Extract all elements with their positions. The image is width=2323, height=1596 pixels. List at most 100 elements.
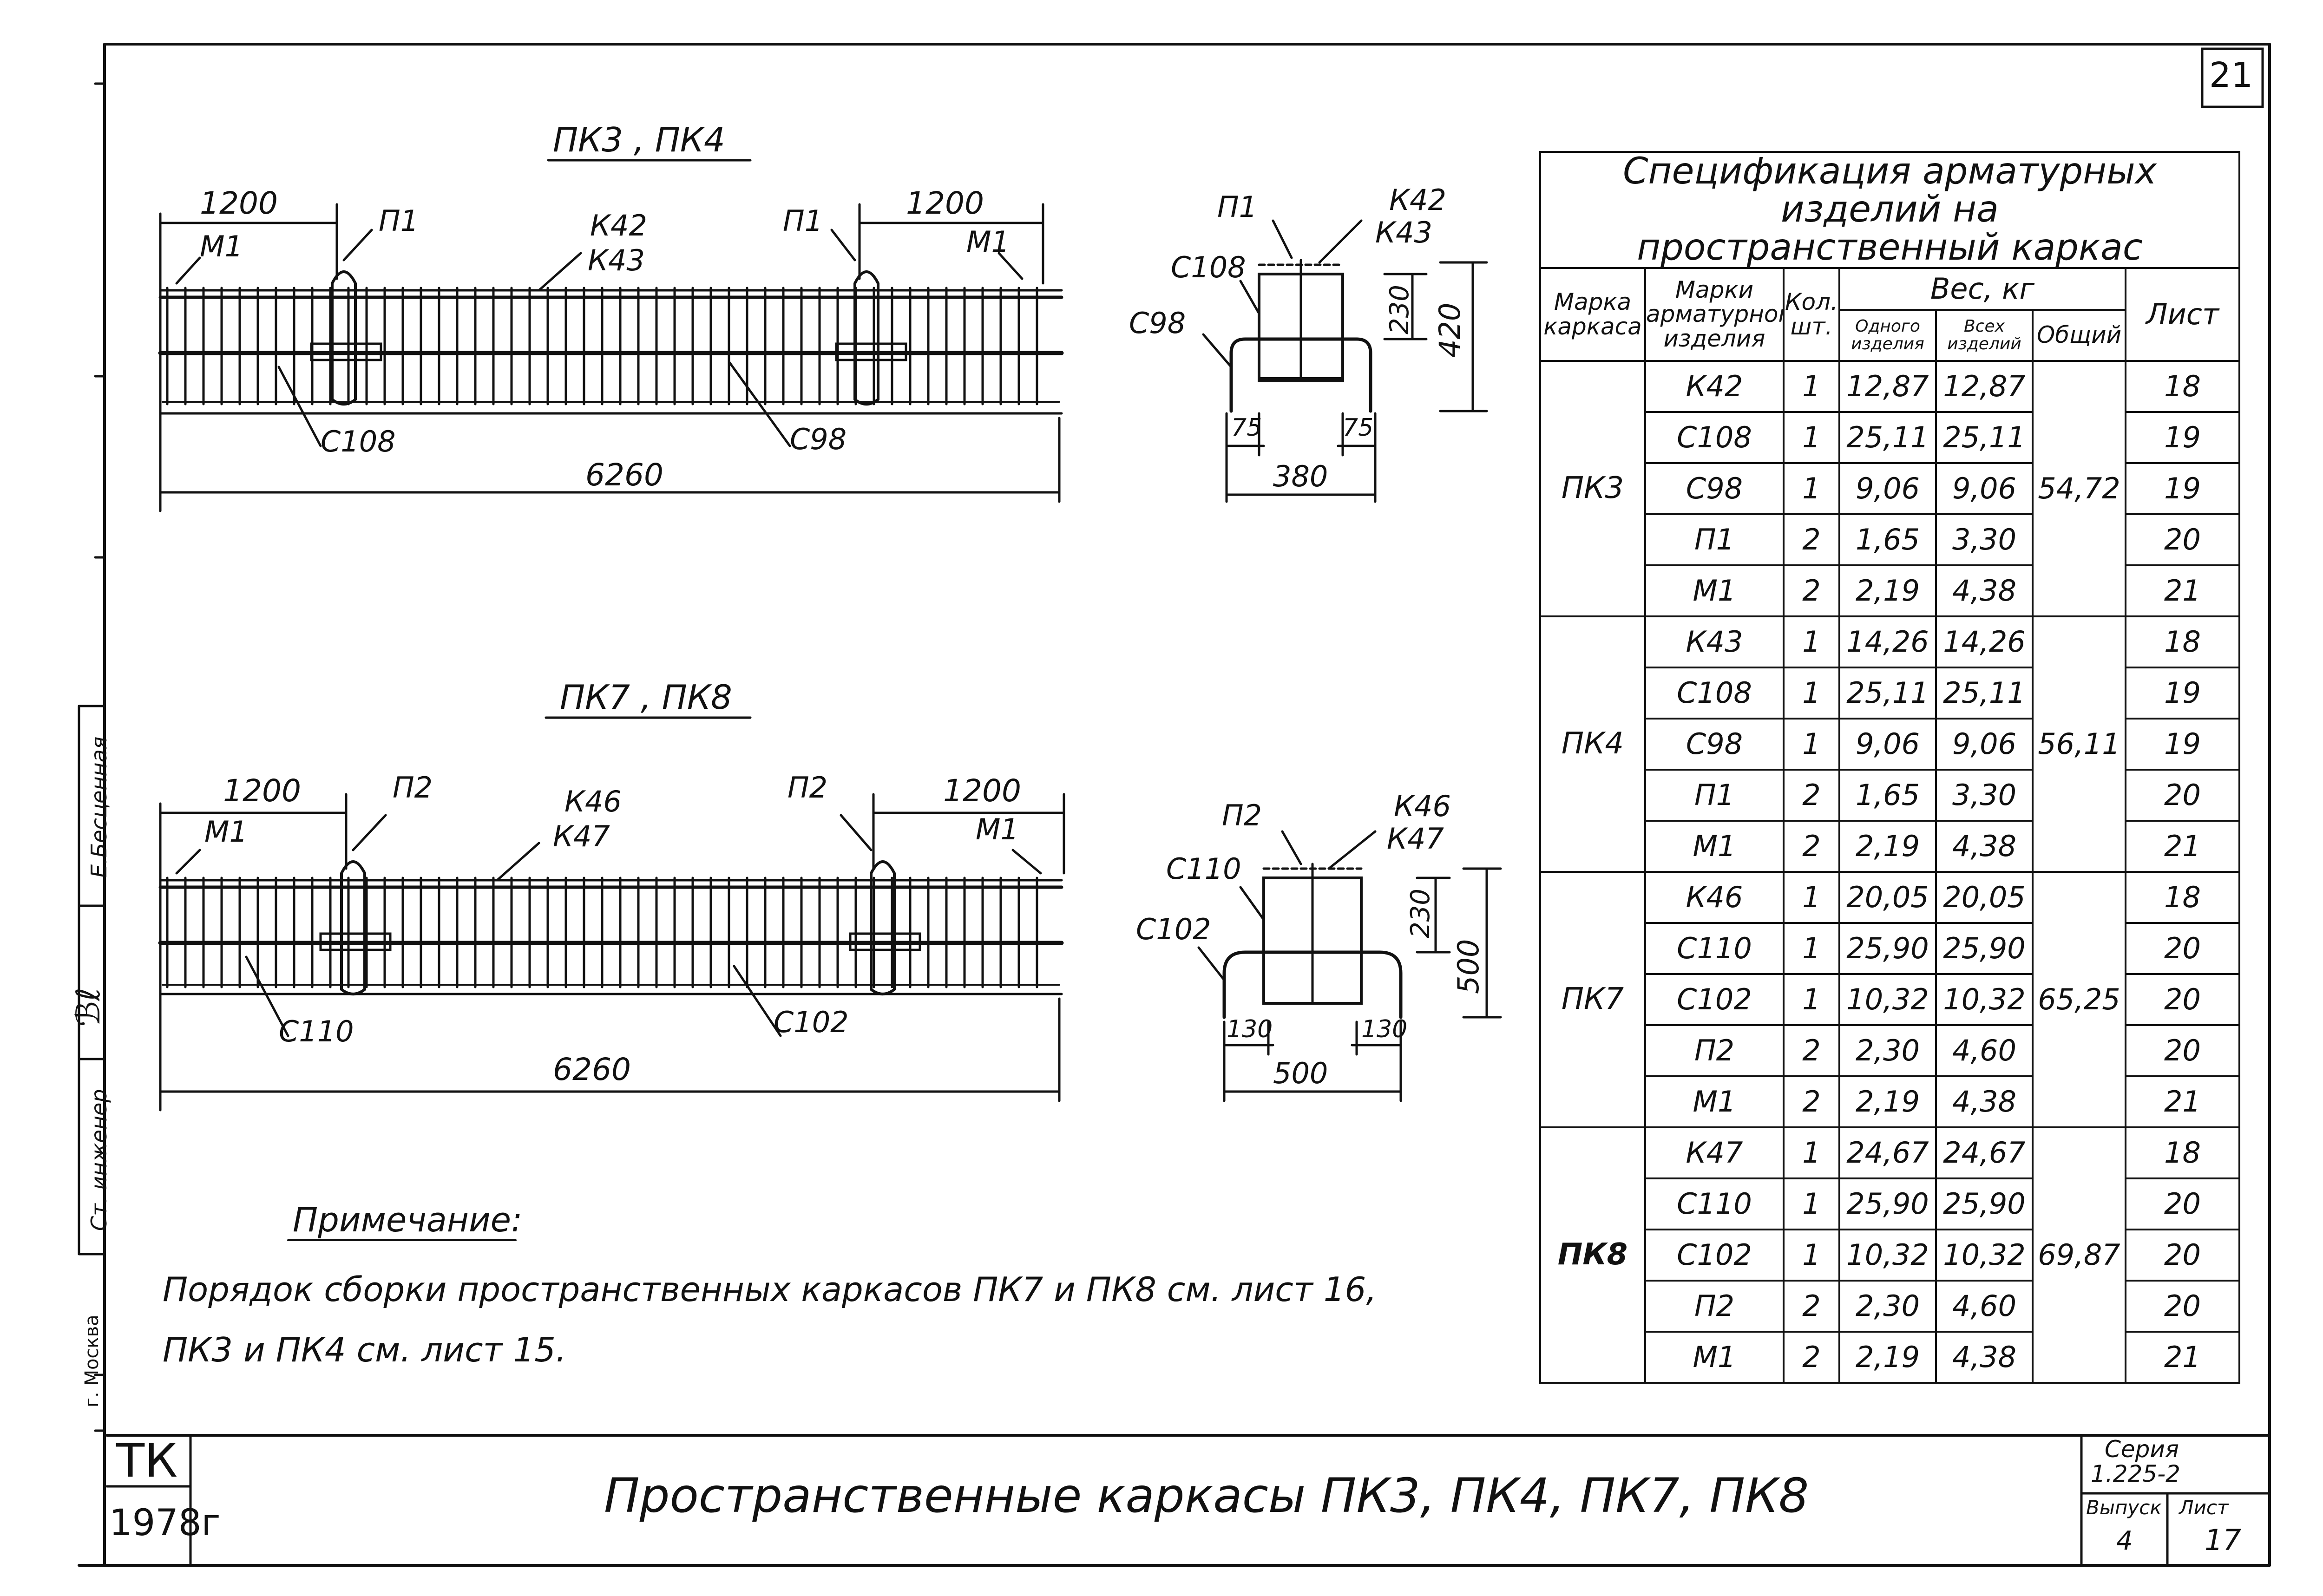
note-heading: Примечание: <box>293 1200 523 1239</box>
cell-karkas: ПК4 <box>1539 615 1646 873</box>
cell-qty: 1 <box>1783 922 1840 975</box>
cell-weight-one: 2,19 <box>1838 819 1937 873</box>
label-m1-left-bottom: М1 <box>204 815 248 849</box>
dim-total-top: 6260 <box>585 457 663 493</box>
cell-qty: 2 <box>1783 819 1840 873</box>
view-title-top: ПК3 , ПК4 <box>553 120 725 159</box>
cell-weight-one: 1,65 <box>1838 768 1937 822</box>
cell-qty: 2 <box>1783 1075 1840 1128</box>
sec-bottom-dim-edge-left: 130 <box>1227 1015 1273 1043</box>
sec-bottom-dim-width: 500 <box>1273 1056 1328 1090</box>
cell-qty: 2 <box>1783 564 1840 617</box>
series-value: 1.225-2 <box>2091 1460 2180 1487</box>
hdr-obshiy: Общий <box>2032 308 2126 362</box>
logo-year: 1978г <box>109 1502 221 1544</box>
cell-sheet: 20 <box>2124 1279 2241 1333</box>
dim-total-bottom: 6260 <box>553 1052 631 1087</box>
cell-weight-one: 2,19 <box>1838 1330 1937 1384</box>
cell-sheet: 20 <box>2124 513 2241 566</box>
issue-value: 4 <box>2116 1526 2133 1556</box>
cell-weight-all: 25,90 <box>1935 922 2034 975</box>
label-m1-right-bottom: М1 <box>976 812 1019 846</box>
sec-bottom-k-b: К47 <box>1387 822 1444 856</box>
series-label: Серия <box>2105 1436 2179 1463</box>
cell-mark: К43 <box>1644 615 1785 668</box>
sec-top-dim-total: 420 <box>1433 302 1467 358</box>
cell-weight-one: 10,32 <box>1838 973 1937 1026</box>
title-block-title: Пространственные каркасы ПК3, ПК4, ПК7, … <box>604 1468 1809 1524</box>
cell-weight-all: 10,32 <box>1935 973 2034 1026</box>
cell-mark: П1 <box>1644 513 1785 566</box>
cell-qty: 1 <box>1783 973 1840 1026</box>
label-p2-right-bottom: П2 <box>787 771 828 805</box>
cell-mark: М1 <box>1644 819 1785 873</box>
cell-mark: С110 <box>1644 1177 1785 1230</box>
cell-mark: М1 <box>1644 564 1785 617</box>
cell-qty: 1 <box>1783 1126 1840 1179</box>
cell-weight-one: 25,90 <box>1838 1177 1937 1230</box>
cell-sheet: 19 <box>2124 462 2241 515</box>
sec-bottom-dim-total: 500 <box>1451 939 1485 994</box>
label-k-a-top: К42 <box>590 209 647 242</box>
cell-weight-one: 9,06 <box>1838 462 1937 515</box>
cell-karkas: ПК7 <box>1539 870 1646 1128</box>
cell-weight-all: 4,60 <box>1935 1024 2034 1077</box>
cell-weight-all: 25,11 <box>1935 411 2034 464</box>
cell-qty: 1 <box>1783 360 1840 413</box>
cell-qty: 2 <box>1783 1024 1840 1077</box>
cell-mark: П2 <box>1644 1279 1785 1333</box>
cell-mark: С98 <box>1644 462 1785 515</box>
sec-bottom-p: П2 <box>1222 798 1262 832</box>
label-k-b-bottom: К47 <box>553 819 610 853</box>
cell-sheet: 20 <box>2124 1177 2241 1230</box>
cell-sheet: 18 <box>2124 360 2241 413</box>
cell-weight-all: 4,38 <box>1935 564 2034 617</box>
cell-sheet: 20 <box>2124 1228 2241 1282</box>
hdr-ves: Вес, кг <box>1838 267 2126 311</box>
cell-weight-all: 25,11 <box>1935 666 2034 720</box>
cell-mark: К46 <box>1644 870 1785 924</box>
sheet-value: 17 <box>2205 1523 2241 1557</box>
label-m1-left-top: М1 <box>200 229 243 263</box>
cell-weight-all: 4,38 <box>1935 819 2034 873</box>
cell-karkas: ПК8 <box>1539 1126 1646 1384</box>
sec-top-dim-edge-left: 75 <box>1231 414 1262 442</box>
cell-weight-one: 1,65 <box>1838 513 1937 566</box>
sec-top-dim-width: 380 <box>1273 459 1328 493</box>
sec-bottom-c-a: С110 <box>1166 852 1241 886</box>
view-title-bottom: ПК7 , ПК8 <box>560 678 732 717</box>
cell-weight-one: 9,06 <box>1838 717 1937 771</box>
label-m1-right-top: М1 <box>966 225 1010 259</box>
cell-total: 65,25 <box>2032 870 2126 1128</box>
cell-weight-one: 12,87 <box>1838 360 1937 413</box>
hdr-marka-karkasa: Марка каркаса <box>1539 267 1646 362</box>
sheet-label: Лист <box>2179 1496 2229 1519</box>
cell-weight-all: 9,06 <box>1935 717 2034 771</box>
cell-weight-one: 20,05 <box>1838 870 1937 924</box>
label-p1-left-top: П1 <box>379 204 419 238</box>
cell-total: 69,87 <box>2032 1126 2126 1384</box>
cell-weight-all: 4,38 <box>1935 1330 2034 1384</box>
cell-sheet: 19 <box>2124 666 2241 720</box>
sheet-frame <box>78 43 2271 1567</box>
cell-weight-one: 14,26 <box>1838 615 1937 668</box>
cell-mark: П2 <box>1644 1024 1785 1077</box>
cell-sheet: 21 <box>2124 564 2241 617</box>
cell-qty: 2 <box>1783 768 1840 822</box>
cell-sheet: 20 <box>2124 973 2241 1026</box>
hdr-vseh: Всех изделий <box>1935 308 2034 362</box>
cell-sheet: 20 <box>2124 1024 2241 1077</box>
cell-sheet: 19 <box>2124 717 2241 771</box>
cell-qty: 1 <box>1783 870 1840 924</box>
cell-sheet: 18 <box>2124 870 2241 924</box>
